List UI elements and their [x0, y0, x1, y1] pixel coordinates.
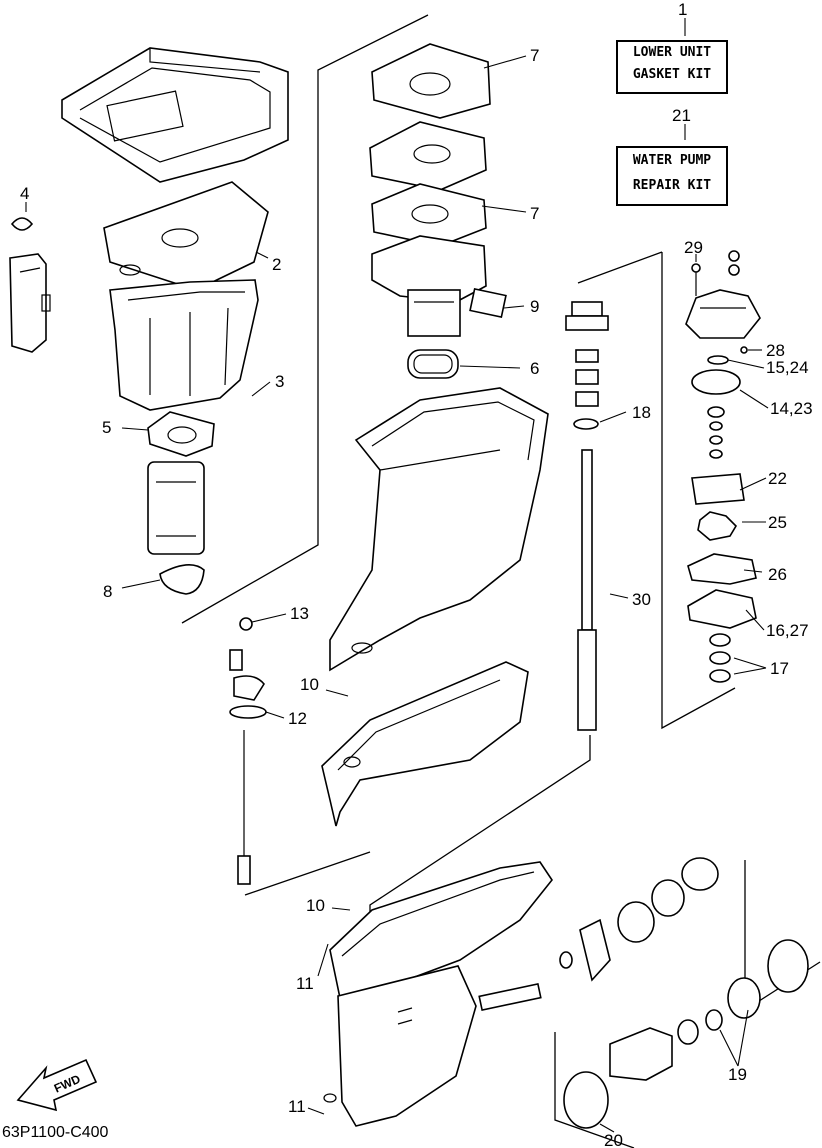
callout-3: 3: [275, 372, 284, 391]
lower-unit-kit-line2: GASKET KIT: [632, 67, 712, 82]
callout-25: 25: [768, 513, 787, 532]
prop-shaft-assembly: [478, 857, 809, 1129]
part-4-seal: [9, 217, 51, 353]
callout-17: 17: [770, 659, 789, 678]
tube-8: [147, 461, 205, 595]
gasket-2: [103, 181, 269, 291]
callout-7b: 7: [530, 204, 539, 223]
water-pump-housing: [685, 250, 761, 395]
gasket-7-upper: [371, 43, 491, 119]
driveshaft: [565, 301, 609, 731]
callout-7a: 7: [530, 46, 539, 65]
plate-10-upper: [321, 661, 529, 827]
callout-8: 8: [103, 582, 112, 601]
fwd-arrow-icon: FWD: [16, 1058, 98, 1112]
callout-11a: 11: [296, 974, 314, 993]
lower-unit-kit-line1: LOWER UNIT: [632, 45, 712, 60]
lower-unit-gasket-kit-box: LOWER UNIT GASKET KIT: [616, 40, 728, 94]
callout-labels: 2 3 4 5 6 7 7 8 9 10 10 11 11 12 13 14,2…: [20, 46, 813, 1148]
callout-2: 2: [272, 255, 281, 274]
callout-5: 5: [102, 418, 111, 437]
main-casing: [329, 387, 549, 672]
callout-10b: 10: [306, 896, 325, 915]
callout-16-27: 16,27: [766, 621, 809, 640]
water-pump-inner: [687, 406, 757, 683]
callout-11b: 11: [288, 1097, 306, 1116]
damper-9: [469, 287, 507, 319]
callout-20: 20: [604, 1131, 623, 1148]
gasket-7-lower: [371, 183, 487, 247]
callout-22: 22: [768, 469, 787, 488]
water-pump-repair-kit-box: WATER PUMP REPAIR KIT: [616, 146, 728, 206]
callout-26: 26: [768, 565, 787, 584]
kit-1-number: 1: [678, 0, 688, 19]
plate-5: [147, 411, 215, 457]
callout-18: 18: [632, 403, 651, 422]
callout-4: 4: [20, 184, 29, 203]
kit-21-number: 21: [672, 106, 691, 125]
callout-13: 13: [290, 604, 309, 623]
callout-30: 30: [632, 590, 651, 609]
seal-6: [407, 349, 459, 379]
callout-19: 19: [728, 1065, 747, 1084]
gasket-7-middle: [369, 121, 487, 191]
callout-29: 29: [684, 238, 703, 257]
water-pump-kit-line2: REPAIR KIT: [632, 178, 712, 193]
callout-14-23: 14,23: [770, 399, 813, 418]
assembly-frame-lines: [181, 14, 821, 1148]
upper-casing: [109, 279, 259, 411]
lower-gearcase: [323, 861, 553, 1127]
callout-28: 28: [766, 341, 785, 360]
water-pump-kit-line1: WATER PUMP: [632, 153, 712, 168]
leader-lines: [25, 18, 769, 1133]
callout-15-24: 15,24: [766, 358, 809, 377]
exhaust-guide-assembly: [61, 47, 289, 183]
callout-12: 12: [288, 709, 307, 728]
diagram-part-code: 63P1100-C400: [2, 1124, 109, 1141]
callout-10a: 10: [300, 675, 319, 694]
shift-rod: [229, 617, 267, 885]
callout-6: 6: [530, 359, 539, 378]
callout-9: 9: [530, 297, 539, 316]
mount-housing: [371, 235, 487, 337]
